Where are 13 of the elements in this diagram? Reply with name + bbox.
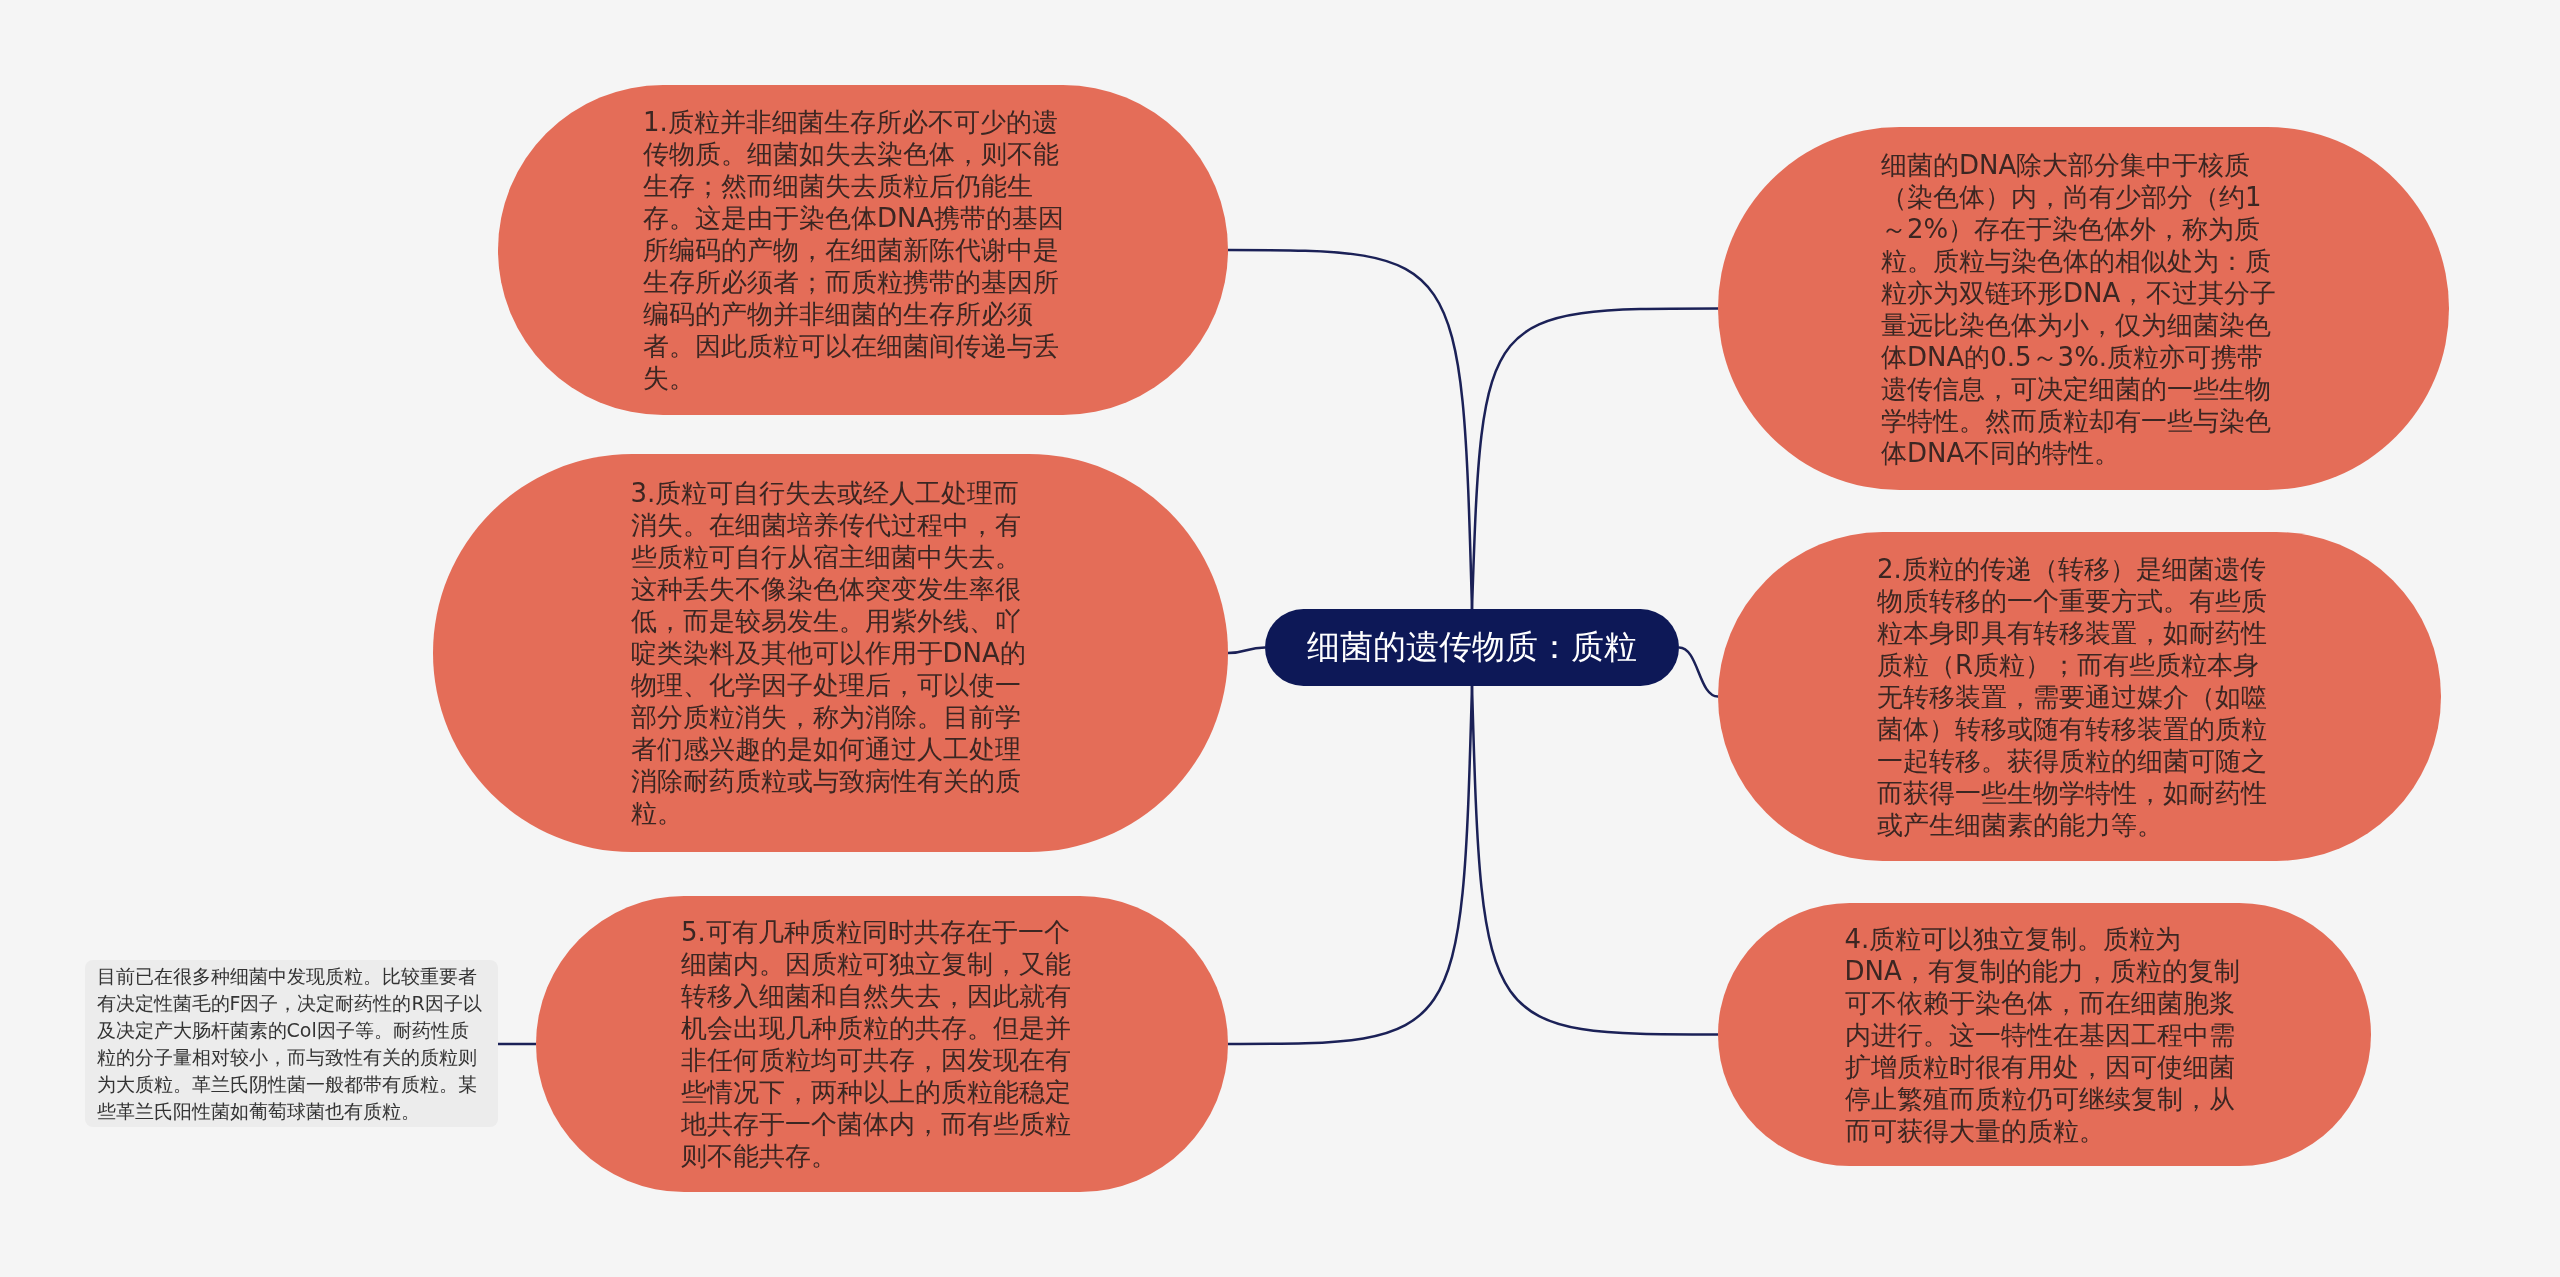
- topic-text: 目前已在很多种细菌中发现质粒。比较重要者有决定性菌毛的F因子，决定耐药性的R因子以及决定产大肠杆菌素的Col因子等。耐药性质粒的分子量相对较小，而与致性有关的质粒则为大质粒。革兰氏阴性菌一般都带有质粒。某些革兰氏阳性菌如葡萄球菌也有质粒。: [96, 963, 483, 1124]
- connector-line: [498, 1042, 536, 1046]
- connector-line: [1227, 646, 1266, 655]
- connector-line: [1470, 307, 1718, 610]
- topic-text: 1.质粒并非细菌生存所必不可少的遗传物质。细菌如失去染色体，则不能生存；然而细菌失去质粒后仍能生存。这是由于染色体DNA携带的基因所编码的产物，在细菌新陈代谢中是生存所必须者；而质粒携带的基因所编码的产物并非细菌的生存所必须者。因此质粒可以在细菌间传递与丢失。: [643, 106, 1066, 394]
- connector-line: [1228, 685, 1474, 1046]
- topic-text: 4.质粒可以独立复制。质粒为DNA，有复制的能力，质粒的复制可不依赖于染色体，而在细菌胞浆内进行。这一特性在基因工程中需扩增质粒时很有用处，因可使细菌停止繁殖而质粒仍可继续复制，从而可获得大量的质粒。: [1844, 922, 2241, 1147]
- topic-text: 5.可有几种质粒同时共存在于一个细菌内。因质粒可独立复制，又能转移入细菌和自然失去，因此就有机会出现几种质粒的共存。但是并非任何质粒均可共存，因发现在有些情况下，两种以上的质粒能稳定地共存于一个菌体内，而有些质粒则不能共存。: [681, 916, 1072, 1172]
- topic-title: 细菌的遗传物质：质粒: [1307, 626, 1637, 668]
- connector-line: [1678, 646, 1719, 698]
- topic-text: 细菌的DNA除大部分集中于核质（染色体）内，尚有少部分（约1～2%）存在于染色体外，称为质粒。质粒与染色体的相似处为：质粒亦为双链环形DNA，不过其分子量远比染色体为小，仅为细菌染色体DNA的0.5～3%.质粒亦可携带遗传信息，可决定细菌的一些生物学特性。然而质粒却有一些与染色体DNA不同的特性。: [1881, 148, 2278, 469]
- topic-text: 3.质粒可自行失去或经人工处理而消失。在细菌培养传代过程中，有些质粒可自行从宿主细菌中失去。这种丢失不像染色体突变发生率很低，而是较易发生。用紫外线、吖啶类染料及其他可以作用于DNA的物理、化学因子处理后，可以使一部分质粒消失，称为消除。目前学者们感兴趣的是如何通过人工处理消除耐药质粒或与致病性有关的质粒。: [630, 477, 1027, 829]
- topic-text: 2.质粒的传递（转移）是细菌遗传物质转移的一个重要方式。有些质粒本身即具有转移装置，如耐药性质粒（R质粒）；而有些质粒本身无转移装置，需要通过媒介（如噬菌体）转移或随有转移装置的质粒一起转移。获得质粒的细菌可随之而获得一些生物学特性，如耐药性或产生细菌素的能力等。: [1877, 552, 2268, 841]
